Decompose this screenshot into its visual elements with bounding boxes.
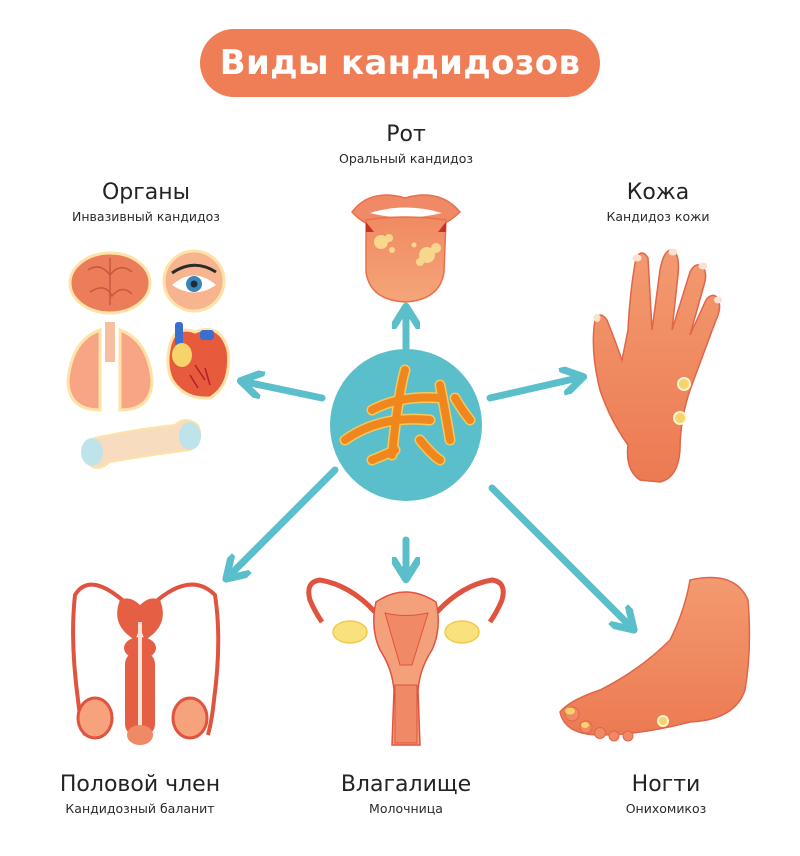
arrow-to-organs — [246, 382, 326, 402]
category-subtitle: Онихомикоз — [625, 801, 707, 816]
eye-icon — [162, 249, 226, 313]
category-subtitle: Кандидозный баланит — [65, 801, 215, 816]
uterus-icon — [306, 577, 506, 746]
category-subtitle: Оральный кандидоз — [338, 151, 473, 166]
category-subtitle: Молочница — [369, 801, 443, 816]
category-subtitle: Инвазивный кандидоз — [72, 209, 220, 224]
category-title: Рот — [386, 122, 426, 147]
candida-fungus-icon — [330, 349, 482, 501]
category-mouth: Рот Оральный кандидоз — [286, 122, 526, 167]
tongue-icon — [351, 194, 462, 303]
lungs-icon — [66, 322, 154, 412]
category-title: Ногти — [631, 772, 701, 797]
category-organs: Органы Инвазивный кандидоз — [26, 180, 266, 225]
bone-icon — [81, 419, 202, 469]
category-title: Влагалище — [340, 772, 472, 797]
category-title: Половой член — [59, 772, 221, 797]
category-penis: Половой член Кандидозный баланит — [20, 772, 260, 817]
page-title: Виды кандидозов — [219, 43, 581, 83]
foot-icon — [559, 576, 751, 742]
organs-icon — [66, 249, 231, 469]
arrow-to-penis — [230, 466, 339, 575]
category-skin: Кожа Кандидоз кожи — [538, 180, 778, 225]
arrow-to-nails — [488, 484, 630, 626]
brain-icon — [68, 251, 152, 315]
arrow-to-skin — [486, 378, 578, 402]
category-subtitle: Кандидоз кожи — [606, 209, 710, 224]
category-nails: Ногти Онихомикоз — [546, 772, 786, 817]
heart-icon — [166, 322, 231, 400]
category-title: Кожа — [626, 180, 690, 205]
title-banner: Виды кандидозов — [200, 29, 600, 97]
arrows — [230, 312, 630, 626]
male-reproductive-icon — [71, 582, 221, 745]
category-title: Органы — [101, 180, 191, 205]
category-vagina: Влагалище Молочница — [286, 772, 526, 817]
hand-icon — [592, 248, 722, 483]
